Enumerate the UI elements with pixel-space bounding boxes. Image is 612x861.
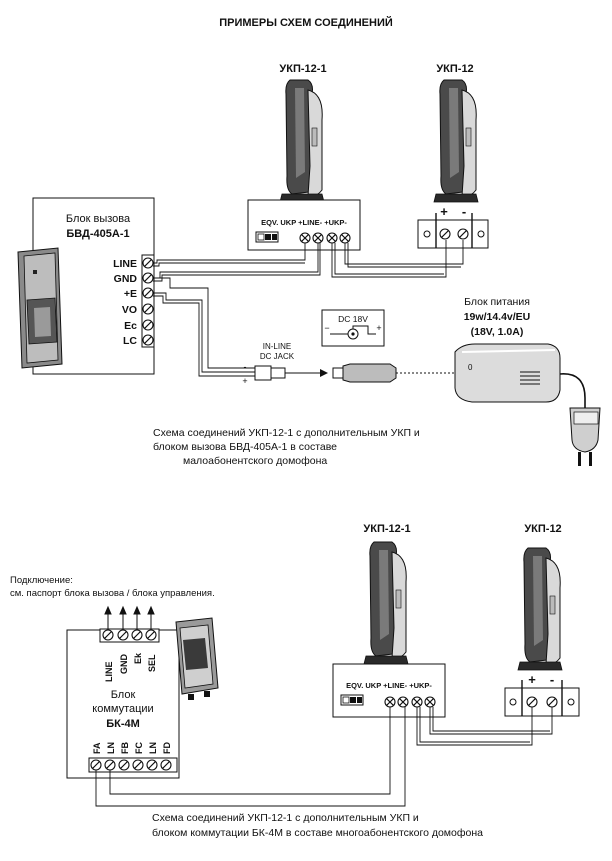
scheme2-top-terminal-label: Ek: [133, 652, 143, 664]
scheme-2: УКП-12-1 УКП-12 EQV. UKP +LINE- +UKP- + …: [10, 523, 580, 839]
scheme2-bottom-terminal-label: FD: [162, 742, 172, 754]
scheme2-module-label-1: Блок: [111, 689, 136, 701]
scheme2-output-arrows: [104, 605, 155, 630]
scheme2-bottom-terminal-label: LN: [106, 742, 116, 754]
scheme1-psu-label: Блок питания: [464, 296, 530, 308]
scheme2-ukp2-plus: +: [528, 672, 536, 687]
scheme1-call-unit-label: Блок вызова: [66, 213, 131, 225]
scheme2-connection-note: Подключение:: [10, 575, 73, 586]
scheme1-caption-line: блоком вызова БВД-405А-1 в составе: [153, 441, 337, 453]
scheme2-wires: [95, 707, 553, 807]
scheme2-top-terminal-block: [99, 628, 160, 643]
scheme1-handset-left-label: УКП-12-1: [279, 63, 326, 75]
scheme1-handset-right-label: УКП-12: [436, 63, 473, 75]
scheme1-jack-label-1: IN-LINE: [263, 342, 291, 351]
scheme2-module-label-2: коммутации: [92, 703, 153, 715]
scheme1-call-unit-model: БВД-405А-1: [66, 228, 129, 240]
scheme1-handset-ukp-12-1: [279, 79, 325, 203]
scheme1-jack-label-2: DC JACK: [260, 352, 295, 361]
scheme1-caption-line: Схема соединений УКП-12-1 с дополнительн…: [153, 427, 420, 439]
scheme1-terminal-label: VO: [122, 304, 137, 316]
scheme2-ukp2-minus: -: [550, 672, 554, 687]
scheme2-bottom-terminal-label: LN: [148, 742, 158, 754]
scheme1-dc-plus: +: [376, 323, 381, 333]
scheme1-inline-dc-jack: [254, 365, 328, 381]
scheme2-bottom-terminal-label: FB: [120, 742, 130, 754]
scheme1-terminal-label: +E: [124, 288, 137, 300]
scheme1-terminal-label: LC: [123, 335, 137, 347]
scheme2-top-terminal-label: SEL: [147, 654, 157, 672]
scheme1-power-supply: 0: [454, 343, 601, 466]
scheme1-dc-minus: −: [324, 323, 329, 333]
scheme2-bottom-terminal-label: FC: [134, 742, 144, 754]
scheme1-call-panel: [17, 247, 63, 369]
scheme2-bottom-terminal-block: [88, 757, 178, 773]
scheme2-caption-line: блоком коммутации БК-4М в составе многоа…: [152, 827, 483, 839]
scheme1-psu-spec-2: (18V, 1.0A): [471, 326, 524, 338]
scheme1-caption-line: малоабонентского домофона: [183, 455, 327, 467]
scheme2-module-model: БК-4М: [106, 718, 140, 730]
scheme2-connection-note: см. паспорт блока вызова / блока управле…: [10, 588, 215, 599]
scheme2-switch-module-box: [66, 629, 180, 779]
scheme1-dc-plug: [332, 363, 455, 383]
scheme1-ukp2-minus: -: [462, 204, 466, 219]
scheme1-jack-plus: +: [242, 376, 247, 386]
scheme2-bottom-terminal-label: FA: [92, 742, 102, 754]
scheme2-handset-right-label: УКП-12: [524, 523, 561, 535]
scheme1-ukp1-terminal-label: EQV. UKP +LINE- +UKP-: [261, 218, 347, 227]
scheme2-handset-left-label: УКП-12-1: [363, 523, 410, 535]
scheme2-ukp1-terminal-box: [332, 663, 446, 718]
scheme2-handset-ukp-12-1: [363, 541, 409, 665]
scheme1-jack-minus: -: [244, 362, 247, 372]
scheme1-terminal-label: LINE: [113, 258, 137, 270]
scheme1-terminal-label: GND: [114, 273, 138, 285]
scheme2-caption-line: Схема соединений УКП-12-1 с дополнительн…: [152, 812, 419, 824]
scheme2-top-terminal-label: LINE: [104, 661, 114, 682]
scheme1-terminal-label: Ec: [124, 320, 137, 332]
svg-text:0: 0: [468, 363, 473, 372]
scheme1-handset-ukp-12: [433, 79, 479, 203]
scheme2-switch-module-device: [175, 617, 219, 700]
scheme2-ukp2-terminal-box: [504, 687, 580, 717]
scheme1-psu-spec-1: 19w/14.4v/EU: [464, 311, 531, 323]
scheme1-dc-label: DC 18V: [338, 314, 368, 324]
scheme1-dc-polarity-box: [321, 309, 385, 347]
scheme-1: УКП-12-1 УКП-12 EQV. UKP +LINE- +UKP- + …: [17, 63, 601, 467]
scheme2-ukp1-terminal-label: EQV. UKP +LINE- +UKP-: [346, 681, 432, 690]
page-title: ПРИМЕРЫ СХЕМ СОЕДИНЕНИЙ: [219, 16, 393, 29]
scheme1-ukp2-plus: +: [440, 204, 448, 219]
scheme1-wires: [153, 240, 464, 377]
scheme2-top-terminal-label: GND: [119, 654, 129, 675]
scheme2-handset-ukp-12: [517, 547, 563, 671]
scheme1-terminal-block: LINE GND +E VO Ec LC: [113, 254, 155, 348]
